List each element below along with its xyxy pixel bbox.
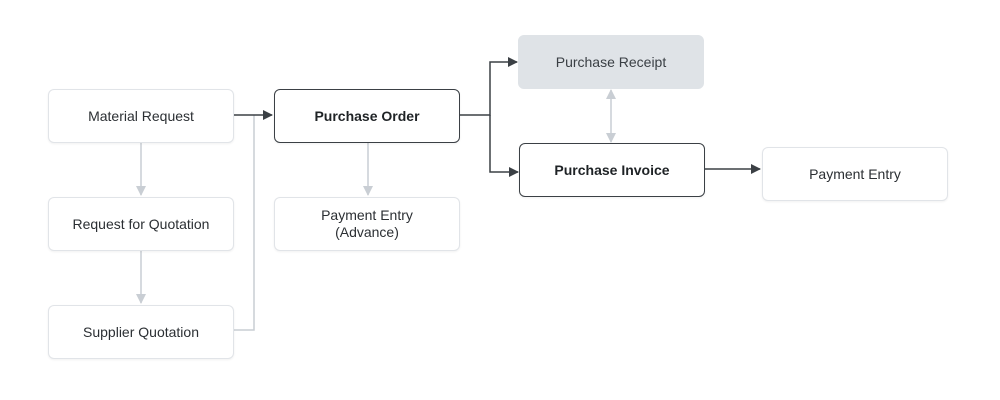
node-supplier-quotation[interactable]: Supplier Quotation [48, 305, 234, 359]
node-purchase-order[interactable]: Purchase Order [274, 89, 460, 143]
node-material-request[interactable]: Material Request [48, 89, 234, 143]
node-payment-entry-advance[interactable]: Payment Entry (Advance) [274, 197, 460, 251]
node-label: Request for Quotation [72, 215, 210, 232]
node-purchase-receipt[interactable]: Purchase Receipt [518, 35, 704, 89]
connector-po-to-receipt [460, 57, 518, 116]
connector-sq-to-po [234, 115, 255, 331]
node-label: Payment Entry (Advance) [321, 207, 413, 240]
node-purchase-invoice[interactable]: Purchase Invoice [519, 143, 705, 197]
node-label: Material Request [88, 107, 194, 124]
node-request-for-quotation[interactable]: Request for Quotation [48, 197, 234, 251]
node-payment-entry[interactable]: Payment Entry [762, 147, 948, 201]
node-label: Payment Entry [809, 165, 901, 182]
node-label: Purchase Receipt [555, 53, 667, 70]
node-label: Purchase Invoice [554, 161, 670, 178]
connector-po-to-invoice [489, 115, 519, 177]
node-label: Supplier Quotation [83, 323, 199, 340]
node-label: Purchase Order [314, 107, 420, 124]
